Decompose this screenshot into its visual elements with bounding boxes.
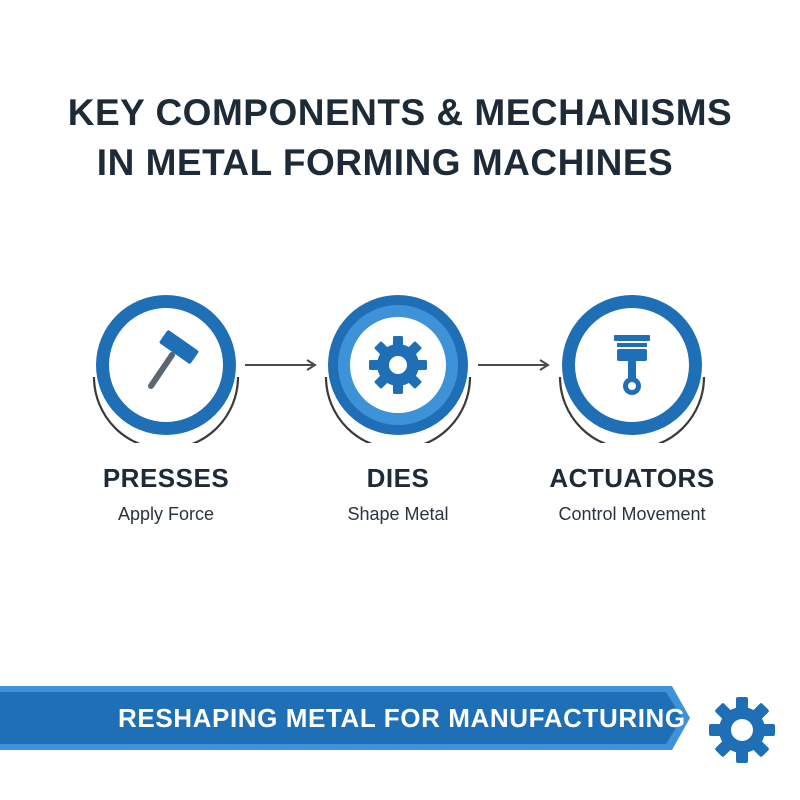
component-actuators: ACTUATORS Control Movement: [522, 293, 742, 525]
component-dies: DIES Shape Metal: [288, 293, 508, 525]
dies-icon-badge: [288, 293, 508, 443]
component-title: PRESSES: [102, 463, 230, 493]
presses-icon-badge: [56, 293, 276, 443]
component-title: ACTUATORS: [549, 463, 715, 493]
component-subtitle: Shape Metal: [347, 504, 449, 524]
component-subtitle: Control Movement: [558, 504, 706, 524]
actuators-icon-badge: [522, 293, 742, 443]
piston-icon: [614, 335, 650, 395]
bottom-banner: RESHAPING METAL FOR MANUFACTURING: [0, 686, 690, 750]
gear-icon: [369, 336, 427, 394]
title-line-2: IN METAL FORMING MACHINES: [96, 142, 674, 183]
hammer-icon: [148, 330, 199, 389]
page-title: KEY COMPONENTS & MECHANISMS IN METAL FOR…: [0, 88, 800, 188]
title-line-1: KEY COMPONENTS & MECHANISMS: [67, 92, 733, 133]
gear-icon: [709, 697, 775, 763]
arrow-right-icon: [245, 359, 317, 371]
component-subtitle: Apply Force: [117, 504, 215, 524]
component-presses: PRESSES Apply Force: [56, 293, 276, 525]
component-title: DIES: [366, 463, 430, 493]
arrow-right-icon: [478, 359, 550, 371]
banner-text: RESHAPING METAL FOR MANUFACTURING: [118, 703, 686, 733]
